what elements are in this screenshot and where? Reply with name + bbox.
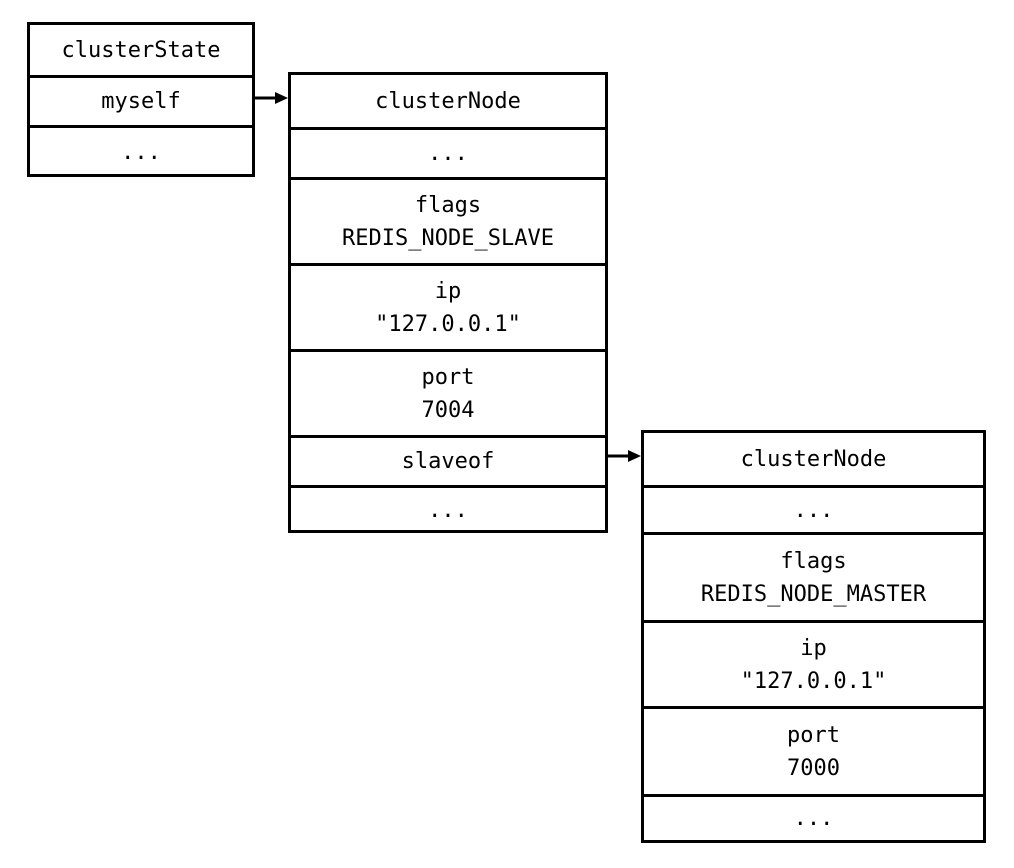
slave-port-value: 7004	[421, 397, 475, 423]
master-ip-value: "127.0.0.1"	[740, 668, 887, 694]
slave-ip-label: ip	[434, 278, 462, 304]
slave-node-title: clusterNode	[375, 88, 521, 114]
master-node-title-cell: clusterNode	[644, 433, 983, 485]
slave-node-slaveof-cell: slaveof	[291, 435, 605, 485]
cluster-state-ellipsis: ...	[121, 140, 161, 165]
master-flags-label: flags	[780, 548, 847, 574]
slave-node-ip-cell: ip "127.0.0.1"	[291, 263, 605, 349]
slave-ip-value: "127.0.0.1"	[375, 311, 521, 337]
slave-cluster-node-struct: clusterNode ... flags REDIS_NODE_SLAVE i…	[288, 72, 608, 533]
slave-flags-label: flags	[414, 192, 482, 218]
master-node-port-cell: port 7000	[644, 706, 983, 794]
master-node-rest-top-cell: ...	[644, 485, 983, 532]
cluster-state-title: clusterState	[61, 37, 221, 63]
myself-field: myself	[101, 89, 181, 114]
master-ip-label: ip	[800, 635, 827, 661]
slave-node-rest-bottom-cell: ...	[291, 485, 605, 533]
master-node-title: clusterNode	[740, 446, 887, 472]
slave-port-label: port	[421, 364, 475, 390]
master-port-value: 7000	[787, 755, 840, 781]
master-node-flags-cell: flags REDIS_NODE_MASTER	[644, 532, 983, 620]
slave-node-rest-top-cell: ...	[291, 127, 605, 177]
slave-node-title-cell: clusterNode	[291, 75, 605, 127]
slave-node-ellipsis-bottom: ...	[428, 498, 468, 523]
master-flags-value: REDIS_NODE_MASTER	[700, 581, 927, 607]
slaveof-pointer-arrow	[608, 450, 641, 462]
slave-flags-value: REDIS_NODE_SLAVE	[342, 225, 554, 251]
master-node-ip-cell: ip "127.0.0.1"	[644, 620, 983, 706]
master-port-label: port	[787, 722, 840, 748]
slaveof-field: slaveof	[401, 449, 495, 474]
master-node-rest-bottom-cell: ...	[644, 794, 983, 840]
cluster-state-rest-cell: ...	[30, 125, 252, 177]
cluster-state-struct: clusterState myself ...	[27, 22, 255, 177]
master-node-ellipsis-top: ...	[793, 497, 834, 523]
cluster-state-myself-cell: myself	[30, 75, 252, 125]
slave-node-port-cell: port 7004	[291, 349, 605, 435]
master-node-ellipsis-bottom: ...	[793, 806, 834, 831]
myself-pointer-arrow	[255, 92, 288, 104]
cluster-state-title-cell: clusterState	[30, 25, 252, 75]
slave-node-flags-cell: flags REDIS_NODE_SLAVE	[291, 177, 605, 263]
slave-node-ellipsis-top: ...	[428, 141, 468, 166]
master-cluster-node-struct: clusterNode ... flags REDIS_NODE_MASTER …	[641, 430, 986, 843]
